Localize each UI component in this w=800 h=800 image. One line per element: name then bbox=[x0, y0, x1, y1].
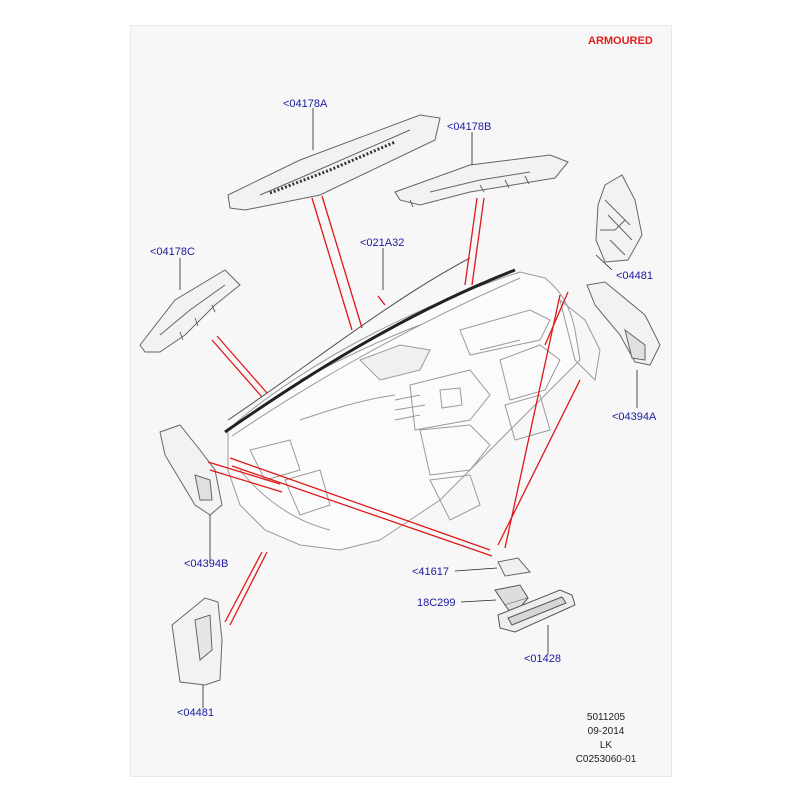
clip-part bbox=[494, 584, 529, 613]
leader-lines bbox=[207, 195, 581, 626]
callout-right-end-panel: <04394A bbox=[612, 411, 657, 423]
callout-left-cover-c: <04178C bbox=[150, 246, 195, 258]
callout-left-pillar-trim: <04481 bbox=[177, 707, 215, 719]
right-pillar-trim-part bbox=[595, 174, 643, 263]
dashboard-body bbox=[227, 271, 601, 551]
left-end-panel-part bbox=[159, 424, 223, 516]
callout-right-pillar-trim: <04481 bbox=[616, 270, 654, 282]
reference-number: 5011205 bbox=[586, 712, 626, 723]
callout-leaders bbox=[179, 108, 638, 708]
top-cover-b-part bbox=[394, 154, 569, 208]
left-cover-c-part bbox=[139, 269, 241, 353]
callout-left-end-panel: <04394B bbox=[184, 558, 229, 570]
right-end-panel-part bbox=[586, 281, 661, 366]
left-pillar-trim-part bbox=[171, 597, 223, 686]
glovebox-insert-part bbox=[497, 589, 576, 633]
reference-date: 09-2014 bbox=[587, 726, 625, 737]
callout-top-cover-a: <04178A bbox=[283, 98, 328, 110]
callout-top-cover-b: <04178B bbox=[447, 121, 492, 133]
small-pad-part bbox=[497, 557, 531, 577]
callout-clip: 18C299 bbox=[417, 597, 456, 609]
reference-code: C0253060-01 bbox=[575, 754, 637, 765]
callout-small-pad: <41617 bbox=[412, 566, 450, 578]
seal-strip-part bbox=[224, 268, 516, 434]
callout-seal-strip: <021A32 bbox=[360, 237, 405, 249]
top-cover-a-part bbox=[227, 114, 441, 211]
reference-initials: LK bbox=[599, 740, 613, 751]
callout-glovebox-insert: <01428 bbox=[524, 653, 562, 665]
variant-label: ARMOURED bbox=[588, 35, 653, 47]
